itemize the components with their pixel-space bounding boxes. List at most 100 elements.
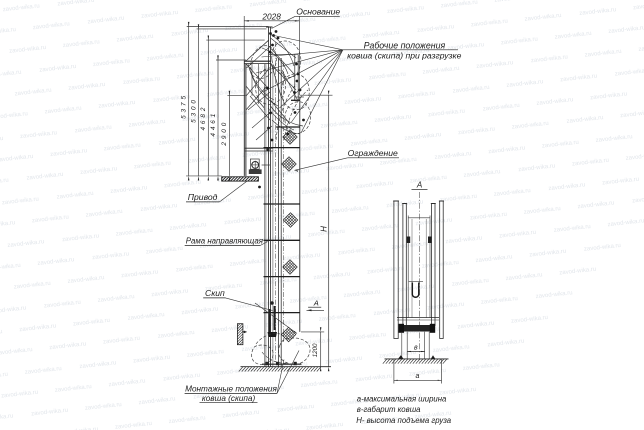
svg-text:zavod-wika.ru: zavod-wika.ru [260,83,297,93]
svg-text:Скип: Скип [205,288,225,298]
svg-text:zavod-wika.ru: zavod-wika.ru [559,267,596,277]
svg-text:zavod-wika.ru: zavod-wika.ru [361,416,398,426]
svg-text:zavod-wika.ru: zavod-wika.ru [278,17,315,27]
svg-text:zavod-wika.ru: zavod-wika.ru [373,307,410,317]
svg-text:zavod-wika.ru: zavod-wika.ru [39,64,76,74]
svg-text:zavod-wika.ru: zavod-wika.ru [415,217,452,227]
svg-text:zavod-wika.ru: zavod-wika.ru [584,243,621,253]
svg-text:zavod-wika.ru: zavod-wika.ru [387,5,424,15]
svg-text:zavod-wika.ru: zavod-wika.ru [638,43,644,53]
svg-text:zavod-wika.ru: zavod-wika.ru [414,411,451,421]
svg-text:zavod-wika.ru: zavod-wika.ru [344,96,381,106]
svg-text:zavod-wika.ru: zavod-wika.ru [471,19,508,29]
svg-text:zavod-wika.ru: zavod-wika.ru [121,269,158,279]
svg-text:zavod-wika.ru: zavod-wika.ru [535,290,572,300]
svg-text:zavod-wika.ru: zavod-wika.ru [457,321,494,331]
svg-text:zavod-wika.ru: zavod-wika.ru [590,91,627,101]
svg-text:zavod-wika.ru: zavod-wika.ru [252,428,289,430]
svg-text:zavod-wika.ru: zavod-wika.ru [158,330,195,340]
svg-text:zavod-wika.ru: zavod-wika.ru [44,300,81,310]
svg-text:zavod-wika.ru: zavod-wika.ru [177,71,214,81]
svg-text:Привод: Привод [188,192,218,202]
svg-text:zavod-wika.ru: zavod-wika.ru [343,289,380,299]
svg-text:zavod-wika.ru: zavod-wika.ru [229,258,266,268]
svg-text:zavod-wika.ru: zavod-wika.ru [369,71,406,81]
svg-text:zavod-wika.ru: zavod-wika.ru [62,233,99,243]
svg-text:zavod-wika.ru: zavod-wika.ru [14,88,51,98]
svg-text:zavod-wika.ru: zavod-wika.ru [85,209,122,219]
svg-text:5300: 5300 [190,97,197,123]
svg-text:zavod-wika.ru: zavod-wika.ru [73,318,110,328]
svg-text:zavod-wika.ru: zavod-wika.ru [217,367,254,377]
svg-text:zavod-wika.ru: zavod-wika.ru [554,224,591,234]
svg-text:zavod-wika.ru: zavod-wika.ru [25,366,62,376]
svg-text:zavod-wika.ru: zavod-wika.ru [483,103,520,113]
svg-text:zavod-wika.ru: zavod-wika.ru [296,144,333,154]
svg-text:zavod-wika.ru: zavod-wika.ru [0,372,8,382]
svg-text:zavod-wika.ru: zavod-wika.ru [441,0,478,9]
svg-text:zavod-wika.ru: zavod-wika.ru [128,119,165,129]
svg-text:zavod-wika.ru: zavod-wika.ru [566,115,603,125]
svg-text:zavod-wika.ru: zavod-wika.ru [290,102,327,112]
svg-text:zavod-wika.ru: zavod-wika.ru [134,161,171,171]
svg-text:zavod-wika.ru: zavod-wika.ru [579,7,616,17]
svg-text:zavod-wika.ru: zavod-wika.ru [116,34,153,44]
svg-text:zavod-wika.ru: zavod-wika.ru [422,66,459,76]
svg-text:zavod-wika.ru: zavod-wika.ru [607,218,644,228]
svg-text:zavod-wika.ru: zavod-wika.ru [475,254,512,264]
svg-text:zavod-wika.ru: zavod-wika.ru [141,10,178,20]
svg-text:zavod-wika.ru: zavod-wika.ru [193,391,230,401]
svg-text:zavod-wika.ru: zavod-wika.ru [3,3,40,13]
svg-text:zavod-wika.ru: zavod-wika.ru [44,106,81,116]
svg-text:zavod-wika.ru: zavod-wika.ru [80,166,117,176]
svg-text:zavod-wika.ru: zavod-wika.ru [314,77,351,87]
svg-text:zavod-wika.ru: zavod-wika.ru [632,195,644,205]
svg-text:zavod-wika.ru: zavod-wika.ru [7,239,44,249]
svg-text:zavod-wika.ru: zavod-wika.ru [349,332,386,342]
svg-text:zavod-wika.ru: zavod-wika.ru [409,368,446,378]
svg-text:А: А [313,298,319,307]
svg-text:Рама направляющая: Рама направляющая [186,237,264,246]
svg-text:zavod-wika.ru: zavod-wika.ru [392,241,429,251]
svg-text:2900: 2900 [221,120,228,147]
svg-text:zavod-wika.ru: zavod-wika.ru [2,197,39,207]
svg-text:zavod-wika.ru: zavod-wika.ru [303,0,340,3]
svg-text:zavod-wika.ru: zavod-wika.ru [499,230,536,240]
svg-text:zavod-wika.ru: zavod-wika.ru [333,11,370,21]
svg-text:zavod-wika.ru: zavod-wika.ru [494,0,531,4]
svg-text:zavod-wika.ru: zavod-wika.ru [398,91,435,101]
svg-text:zavod-wika.ru: zavod-wika.ru [56,191,93,201]
svg-text:zavod-wika.ru: zavod-wika.ru [0,136,4,146]
svg-text:zavod-wika.ru: zavod-wika.ru [0,305,26,315]
svg-text:zavod-wika.ru: zavod-wika.ru [379,350,416,360]
svg-text:zavod-wika.ru: zavod-wika.ru [171,28,208,38]
svg-text:zavod-wika.ru: zavod-wika.ru [164,179,201,189]
svg-text:zavod-wika.ru: zavod-wika.ru [417,24,454,34]
svg-text:ковша (скипа) при разгрузке: ковша (скипа) при разгрузке [347,51,461,61]
svg-text:zavod-wika.ru: zavod-wika.ru [300,379,337,389]
svg-text:zavod-wika.ru: zavod-wika.ru [308,229,345,239]
svg-text:в: в [414,344,418,351]
svg-text:zavod-wika.ru: zavod-wika.ru [249,0,286,8]
svg-text:zavod-wika.ru: zavod-wika.ru [237,107,274,117]
svg-text:zavod-wika.ru: zavod-wika.ru [313,271,350,281]
svg-text:zavod-wika.ru: zavod-wika.ru [548,182,585,192]
svg-text:zavod-wika.ru: zavod-wika.ru [31,408,68,418]
svg-text:zavod-wika.ru: zavod-wika.ru [306,422,343,430]
svg-text:Основание: Основание [296,6,340,16]
svg-text:zavod-wika.ru: zavod-wika.ru [356,180,393,190]
svg-text:zavod-wika.ru: zavod-wika.ru [57,0,94,7]
svg-text:Монтажные положения: Монтажные положения [185,385,277,394]
svg-text:zavod-wika.ru: zavod-wika.ru [476,60,513,70]
svg-text:zavod-wika.ru: zavod-wika.ru [169,222,206,232]
svg-text:zavod-wika.ru: zavod-wika.ru [212,131,249,141]
svg-text:zavod-wika.ru: zavod-wika.ru [123,76,160,86]
svg-text:zavod-wika.ru: zavod-wika.ru [225,22,262,32]
svg-text:zavod-wika.ru: zavod-wika.ru [625,152,644,162]
svg-text:zavod-wika.ru: zavod-wika.ru [133,355,170,365]
svg-text:zavod-wika.ru: zavod-wika.ru [355,374,392,384]
svg-text:zavod-wika.ru: zavod-wika.ru [33,21,70,31]
svg-text:zavod-wika.ru: zavod-wika.ru [211,324,248,334]
svg-text:zavod-wika.ru: zavod-wika.ru [470,212,507,222]
svg-text:1200: 1200 [312,343,319,357]
